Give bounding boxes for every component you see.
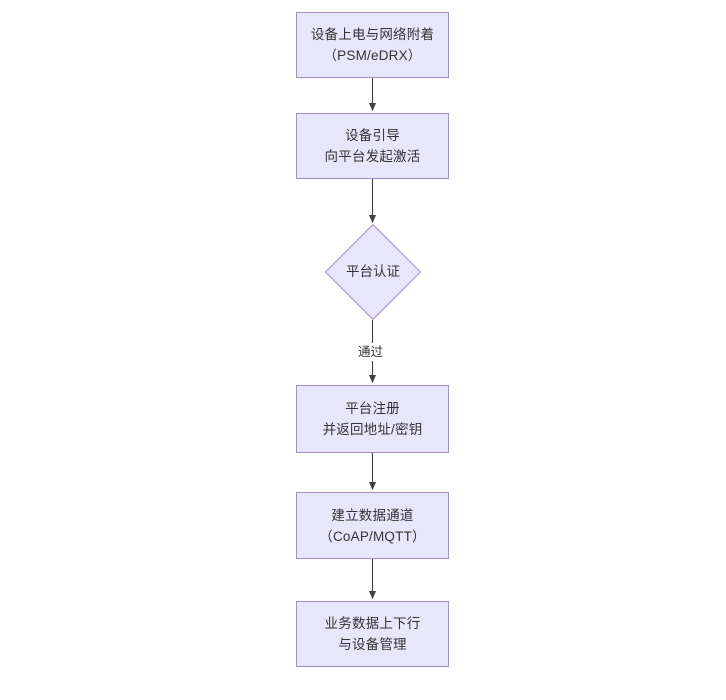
node-label: 设备上电与网络附着 （PSM/eDRX） xyxy=(310,27,435,63)
node-device-power-on[interactable]: 设备上电与网络附着 （PSM/eDRX） xyxy=(296,12,449,78)
node-label: 业务数据上下行 与设备管理 xyxy=(324,616,421,652)
node-data-and-device-management[interactable]: 业务数据上下行 与设备管理 xyxy=(296,601,449,667)
node-label: 设备引导 向平台发起激活 xyxy=(324,128,421,164)
node-platform-registration[interactable]: 平台注册 并返回地址/密钥 xyxy=(296,385,449,453)
node-data-channel[interactable]: 建立数据通道 （CoAP/MQTT） xyxy=(296,492,449,559)
node-label: 建立数据通道 （CoAP/MQTT） xyxy=(319,507,426,544)
node-device-bootstrap[interactable]: 设备引导 向平台发起激活 xyxy=(296,113,449,179)
node-platform-authentication[interactable]: 平台认证 xyxy=(324,223,422,321)
node-label: 平台注册 并返回地址/密钥 xyxy=(322,401,423,437)
node-label: 平台认证 xyxy=(346,264,400,279)
edge-label-pass: 通过 xyxy=(355,343,387,361)
